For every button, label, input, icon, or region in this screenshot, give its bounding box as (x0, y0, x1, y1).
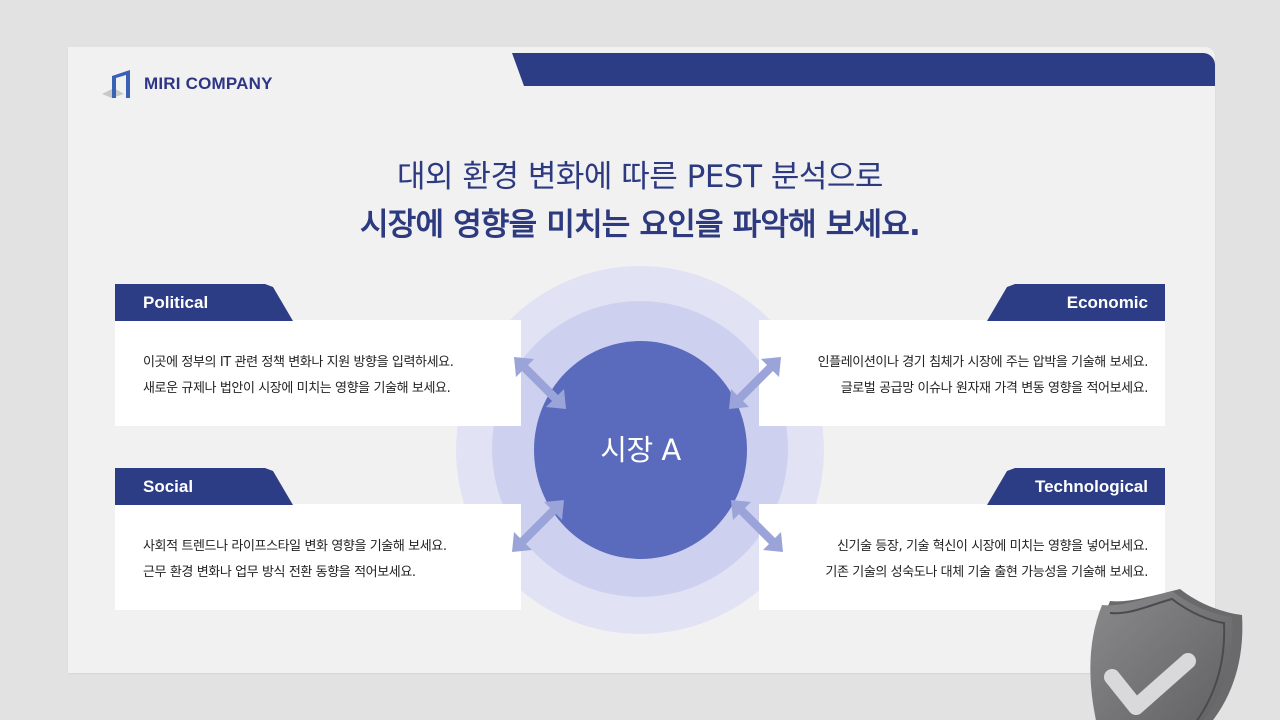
political-tab: Political (115, 284, 293, 321)
brand-logo: MIRI COMPANY (100, 68, 273, 100)
technological-panel: 신기술 등장, 기술 혁신이 시장에 미치는 영향을 넣어보세요. 기존 기술의… (759, 504, 1165, 610)
technological-line-1: 신기술 등장, 기술 혁신이 시장에 미치는 영향을 넣어보세요. (836, 539, 1148, 554)
political-line-2: 새로운 규제나 법안이 시장에 미치는 영향을 기술해 보세요. (143, 381, 451, 396)
social-panel: 사회적 트렌드나 라이프스타일 변화 영향을 기술해 보세요. 근무 환경 변화… (115, 504, 521, 610)
technological-tab: Technological (987, 468, 1165, 505)
shield-check-icon (1090, 589, 1243, 720)
social-tab: Social (115, 468, 293, 505)
double-arrow-icon-social (512, 500, 564, 552)
economic-tab: Economic (987, 284, 1165, 321)
economic-line-2: 글로벌 공급망 이슈나 원자재 가격 변동 영향을 적어보세요. (840, 381, 1149, 396)
headline-line-2: 시장에 영향을 미치는 요인을 파악해 보세요. (360, 207, 921, 243)
economic-panel: 인플레이션이나 경기 침체가 시장에 주는 압박을 기술해 보세요. 글로벌 공… (759, 320, 1165, 426)
top-banner (512, 53, 1215, 86)
social-line-2: 근무 환경 변화나 업무 방식 전환 동향을 적어보세요. (143, 565, 416, 580)
building-frame-logo-icon (100, 68, 136, 100)
political-line-1: 이곳에 정부의 IT 관련 정책 변화나 지원 방향을 입력하세요. (143, 355, 454, 370)
headline-line-1: 대외 환경 변화에 따른 PEST 분석으로 (397, 159, 883, 195)
double-arrow-icon-economic (729, 357, 781, 409)
brand-name: MIRI COMPANY (144, 74, 273, 93)
technological-line-2: 기존 기술의 성숙도나 대체 기술 출현 가능성을 기술해 보세요. (825, 565, 1148, 580)
social-line-1: 사회적 트렌드나 라이프스타일 변화 영향을 기술해 보세요. (143, 539, 447, 554)
economic-line-1: 인플레이션이나 경기 침체가 시장에 주는 압박을 기술해 보세요. (817, 355, 1149, 370)
political-panel: 이곳에 정부의 IT 관련 정책 변화나 지원 방향을 입력하세요. 새로운 규… (115, 320, 521, 426)
center-circle: 시장 A (534, 341, 747, 559)
center-label: 시장 A (600, 433, 681, 467)
double-arrow-icon-technological (731, 500, 783, 552)
double-arrow-icon-political (514, 357, 566, 409)
